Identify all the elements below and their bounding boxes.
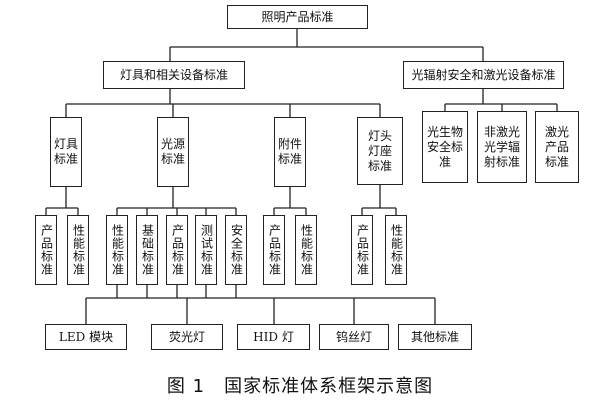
product-other: 其他标准 xyxy=(398,324,472,350)
radiation-branch-label: 光辐射安全和激光设备标准 xyxy=(411,67,556,82)
product-hid: HID 灯 xyxy=(237,324,310,350)
luminaire-performance-label: 性能标准 xyxy=(71,224,86,276)
light-source-performance-node: 性能标准 xyxy=(106,215,128,285)
radiation-branch-node: 光辐射安全和激光设备标准 xyxy=(403,61,564,89)
light-source-product-node: 产品标准 xyxy=(166,215,188,285)
light-source-node: 光源标准 xyxy=(157,117,189,187)
cap-holder-product-node: 产品标准 xyxy=(351,215,373,285)
nonlaser-label: 非激光光学辐射标准 xyxy=(484,124,521,169)
cap-holder-product-label: 产品标准 xyxy=(355,224,370,276)
luminaire-performance-node: 性能标准 xyxy=(67,215,89,285)
cap-holder-node: 灯头灯座标准 xyxy=(357,117,403,185)
lamps-branch-label: 灯具和相关设备标准 xyxy=(119,67,228,82)
light-source-test-node: 测试标准 xyxy=(195,215,217,285)
product-hid-label: HID 灯 xyxy=(253,329,294,344)
product-led-module-label: LED 模块 xyxy=(58,329,114,344)
luminaire-product-label: 产品标准 xyxy=(39,224,54,276)
luminaire-label: 灯具标准 xyxy=(53,137,78,166)
lamps-branch-node: 灯具和相关设备标准 xyxy=(103,61,245,89)
accessory-product-label: 产品标准 xyxy=(267,224,282,276)
product-other-label: 其他标准 xyxy=(410,329,459,344)
product-tungsten-label: 钨丝灯 xyxy=(335,329,372,344)
light-source-label: 光源标准 xyxy=(160,137,185,166)
light-source-test-label: 测试标准 xyxy=(199,224,214,276)
product-fluorescent-label: 荧光灯 xyxy=(168,329,205,344)
light-source-product-label: 产品标准 xyxy=(170,224,185,276)
accessory-performance-label: 性能标准 xyxy=(299,224,314,276)
accessory-product-node: 产品标准 xyxy=(263,215,285,285)
luminaire-node: 灯具标准 xyxy=(50,117,82,187)
accessory-performance-node: 性能标准 xyxy=(295,215,317,285)
root-label: 照明产品标准 xyxy=(261,9,334,24)
root-node: 照明产品标准 xyxy=(227,5,368,29)
photobio-node: 光生物安全标准 xyxy=(422,111,468,183)
laser-node: 激光产品标准 xyxy=(535,111,579,183)
accessory-label: 附件标准 xyxy=(277,137,302,166)
light-source-safety-node: 安全标准 xyxy=(225,215,247,285)
product-fluorescent: 荧光灯 xyxy=(151,324,223,350)
cap-holder-performance-label: 性能标准 xyxy=(389,224,404,276)
light-source-basic-node: 基础标准 xyxy=(136,215,158,285)
light-source-performance-label: 性能标准 xyxy=(110,224,125,276)
nonlaser-node: 非激光光学辐射标准 xyxy=(477,111,527,183)
light-source-basic-label: 基础标准 xyxy=(140,224,155,276)
photobio-label: 光生物安全标准 xyxy=(427,124,464,169)
accessory-node: 附件标准 xyxy=(274,117,306,187)
product-led-module: LED 模块 xyxy=(45,324,127,350)
light-source-safety-label: 安全标准 xyxy=(229,224,244,276)
product-tungsten: 钨丝灯 xyxy=(319,324,389,350)
cap-holder-performance-node: 性能标准 xyxy=(385,215,407,285)
figure-caption: 图 1 国家标准体系框架示意图 xyxy=(166,376,434,397)
cap-holder-label: 灯头灯座标准 xyxy=(367,128,392,173)
luminaire-product-node: 产品标准 xyxy=(35,215,57,285)
laser-label: 激光产品标准 xyxy=(544,124,569,169)
